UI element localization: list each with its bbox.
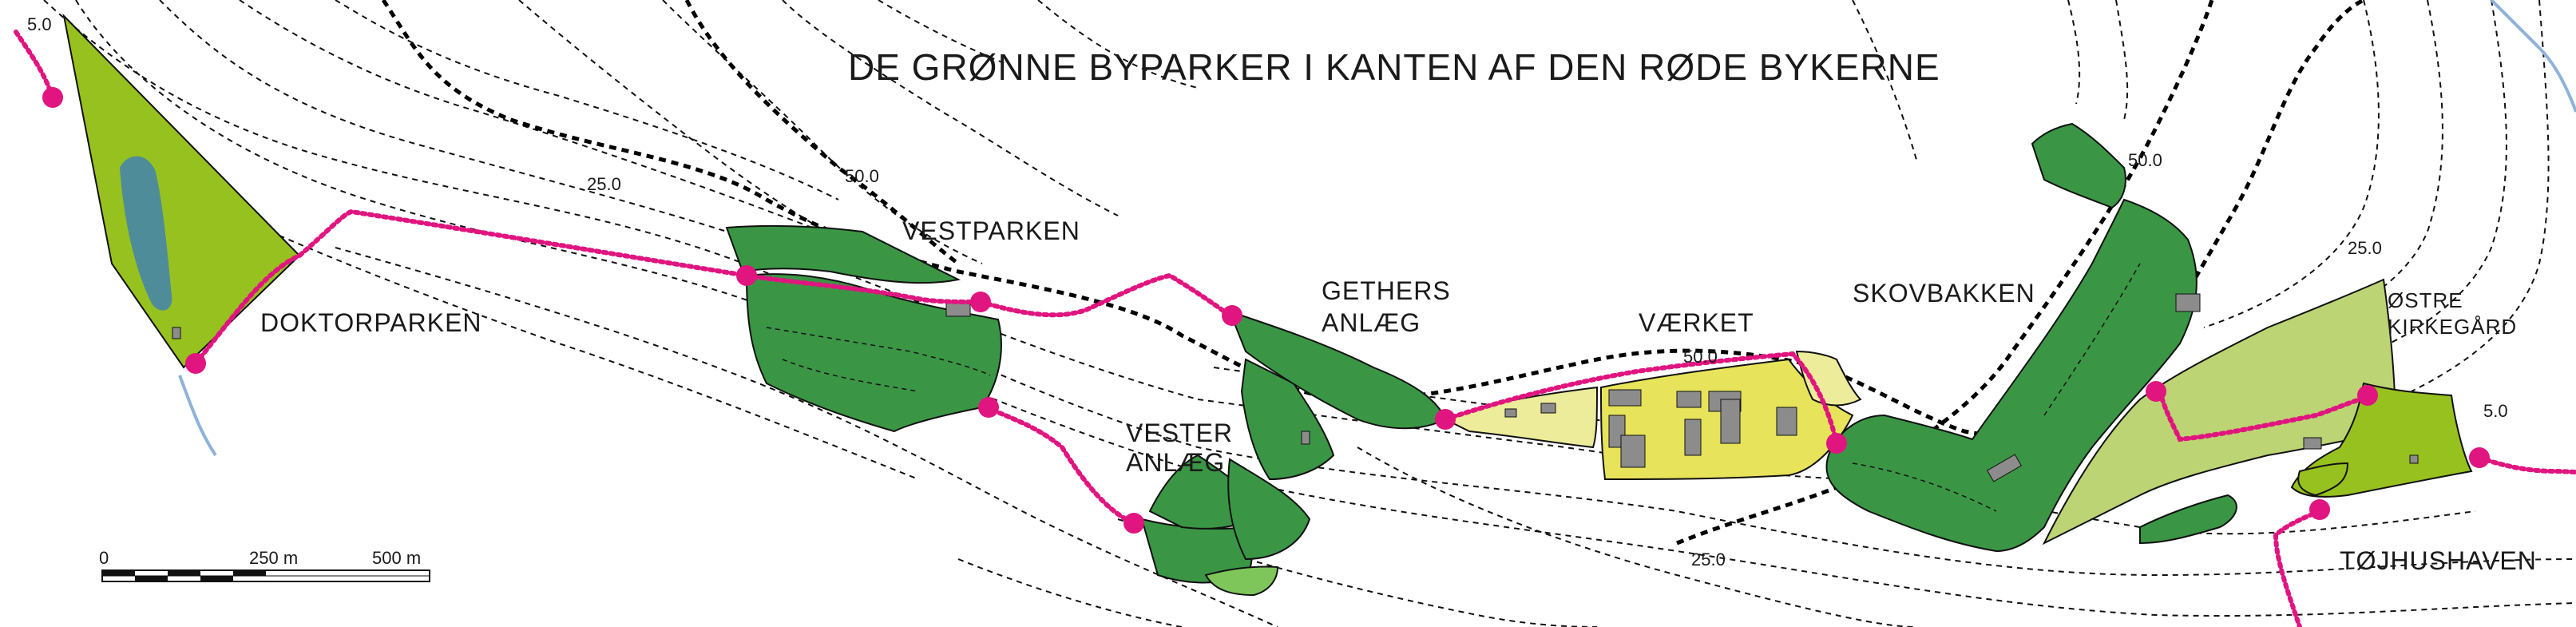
route-node xyxy=(185,353,206,374)
park-labels: DOKTORPARKEN VESTPARKEN GETHERS ANLÆG VE… xyxy=(260,216,2537,575)
label-gethers-line1: GETHERS xyxy=(1322,276,1451,305)
label-vester-line1: VESTER xyxy=(1126,419,1233,447)
label-vestparken: VESTPARKEN xyxy=(902,216,1080,245)
label-tojhushaven: TØJHUSHAVEN xyxy=(2340,546,2537,575)
contour-label: 5.0 xyxy=(2483,401,2508,421)
building-icon xyxy=(1676,391,1702,408)
label-gethers-line2: ANLÆG xyxy=(1322,308,1421,337)
ostre-kirkegaard-area xyxy=(2042,278,2397,546)
label-skovbakken: SKOVBAKKEN xyxy=(1853,279,2035,308)
vestparken-area xyxy=(725,224,1002,433)
lake-icon xyxy=(120,156,172,311)
label-vester-line2: ANLÆG xyxy=(1126,448,1225,477)
scale-label-mid: 250 m xyxy=(249,548,298,568)
route-node xyxy=(1826,433,1847,454)
building-icon xyxy=(1776,407,1797,436)
vester-anlaeg-area xyxy=(1140,358,1335,597)
building-icon xyxy=(1620,435,1646,468)
route-node xyxy=(736,265,757,286)
walking-route xyxy=(14,30,2576,627)
building-icon xyxy=(2409,454,2419,464)
label-ostre-line2: KIRKEGÅRD xyxy=(2388,315,2517,339)
building-icon xyxy=(1720,399,1741,444)
building-icon xyxy=(1684,419,1702,456)
vaerket-area xyxy=(1443,350,1862,481)
route-node xyxy=(2469,447,2490,468)
route-node xyxy=(1124,513,1144,534)
route-nodes xyxy=(42,87,2490,534)
tojhushaven-area xyxy=(2139,382,2473,545)
contour-label: 50.0 xyxy=(1683,347,1718,367)
label-vaerket: VÆRKET xyxy=(1639,308,1754,337)
route-node xyxy=(2309,499,2330,520)
route-node xyxy=(970,292,991,312)
building-icon xyxy=(1504,408,1517,418)
building-icon xyxy=(2175,293,2201,312)
label-ostre-line1: ØSTRE xyxy=(2388,288,2463,312)
skovbakken-area xyxy=(1825,122,2298,553)
route-node xyxy=(2146,381,2166,402)
contour-label: 50.0 xyxy=(2128,150,2162,170)
scale-label-end: 500 m xyxy=(372,548,421,568)
contour-label: 25.0 xyxy=(587,174,621,194)
building-icon xyxy=(1986,454,2023,482)
building-icon xyxy=(1540,403,1556,414)
route-node xyxy=(978,397,999,418)
contour-label: 25.0 xyxy=(2348,238,2382,258)
building-icon xyxy=(1608,389,1642,407)
route-node xyxy=(1435,409,1456,430)
contour-label: 5.0 xyxy=(27,14,52,34)
route-node xyxy=(1222,305,1242,326)
building-icon xyxy=(172,327,181,339)
contour-labels: 5.0 25.0 50.0 50.0 25.0 5.0 50.0 25.0 xyxy=(27,14,2508,569)
label-doktorparken: DOKTORPARKEN xyxy=(260,308,482,337)
major-contours xyxy=(381,0,2365,546)
route-node xyxy=(42,87,63,108)
building-icon xyxy=(2303,437,2322,450)
route-node xyxy=(2357,385,2378,406)
contour-label: 50.0 xyxy=(845,166,879,186)
scale-bar: 0 250 m 500 m xyxy=(99,548,430,582)
doktorparken-area xyxy=(62,13,301,369)
rivers xyxy=(178,0,2576,457)
contour-label: 25.0 xyxy=(1691,550,1726,569)
building-icon xyxy=(1301,431,1310,445)
map-title: DE GRØNNE BYPARKER I KANTEN AF DEN RØDE … xyxy=(848,46,1940,88)
scale-label-zero: 0 xyxy=(99,548,109,568)
